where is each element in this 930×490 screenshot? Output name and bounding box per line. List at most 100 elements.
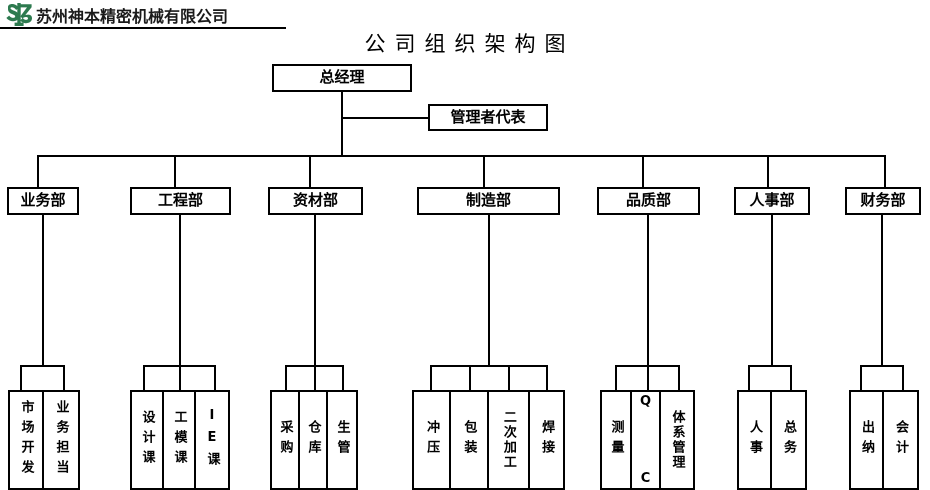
- node-personnel[interactable]: 人事: [739, 392, 772, 488]
- node-production-control-label: 生管: [334, 420, 350, 460]
- connector-stub-manufacturing: [483, 155, 485, 187]
- node-qc-label: Q C: [640, 395, 651, 485]
- node-department-business-label: 业务部: [20, 191, 66, 210]
- connector-department-bus: [37, 155, 885, 157]
- connector-stub-hr: [767, 155, 769, 187]
- node-general-affairs[interactable]: 总务: [772, 392, 805, 488]
- connector-leg-system-mgmt: [678, 365, 680, 390]
- node-cashier[interactable]: 出纳: [851, 392, 884, 488]
- node-measurement[interactable]: 测量: [602, 392, 633, 488]
- group-finance-children: 出纳 会计: [849, 390, 919, 490]
- node-department-hr-label: 人事部: [749, 191, 795, 210]
- node-tooling-section[interactable]: 工模课: [164, 392, 196, 488]
- node-department-engineering-label: 工程部: [157, 191, 203, 210]
- node-department-quality[interactable]: 品质部: [597, 187, 700, 215]
- connector-staff-branch: [341, 117, 429, 119]
- connector-leg-ie: [214, 365, 216, 390]
- node-market-development[interactable]: 市场开发: [10, 392, 44, 488]
- group-hr-children: 人事 总务: [737, 390, 807, 490]
- node-qc-letter-c: C: [640, 471, 651, 486]
- group-manufacturing-children: 冲压 包装 二次加工 焊接: [412, 390, 565, 490]
- header-divider: [0, 27, 286, 29]
- node-ie-section-label: IE课: [204, 408, 220, 472]
- connector-stub-quality: [642, 155, 644, 187]
- connector-leg-tooling: [179, 365, 181, 390]
- connector-leg-market-dev: [20, 365, 22, 390]
- node-welding[interactable]: 焊接: [530, 392, 563, 488]
- node-packaging-label: 包装: [461, 420, 477, 460]
- node-warehouse-label: 仓库: [305, 420, 321, 460]
- connector-drop-quality: [647, 215, 649, 365]
- node-ie-section[interactable]: IE课: [196, 392, 228, 488]
- connector-drop-engineering: [179, 215, 181, 365]
- connector-leg-design: [143, 365, 145, 390]
- connector-leg-sales-rep: [63, 365, 65, 390]
- connector-leg-stamping: [430, 365, 432, 390]
- connector-drop-manufacturing: [488, 215, 490, 365]
- node-system-management-label: 体系管理: [669, 410, 685, 470]
- node-stamping[interactable]: 冲压: [414, 392, 452, 488]
- connector-gm-trunk: [341, 92, 343, 156]
- node-department-materials[interactable]: 资材部: [268, 187, 363, 215]
- node-department-quality-label: 品质部: [625, 191, 671, 210]
- node-management-representative-label: 管理者代表: [450, 107, 526, 126]
- connector-bar-hr: [748, 365, 792, 367]
- node-qc-letter-q: Q: [640, 394, 652, 409]
- node-department-business[interactable]: 业务部: [7, 187, 79, 215]
- node-tooling-section-label: 工模课: [171, 410, 187, 470]
- connector-leg-personnel: [748, 365, 750, 390]
- node-department-materials-label: 资材部: [292, 191, 338, 210]
- connector-stub-materials: [309, 155, 311, 187]
- node-general-manager-label: 总经理: [319, 68, 365, 87]
- connector-leg-packaging: [469, 365, 471, 390]
- node-secondary-processing-label: 二次加工: [500, 410, 516, 470]
- node-management-representative[interactable]: 管理者代表: [428, 104, 548, 131]
- node-design-section[interactable]: 设计课: [132, 392, 164, 488]
- node-cashier-label: 出纳: [859, 420, 874, 460]
- connector-leg-general-affairs: [790, 365, 792, 390]
- connector-leg-welding: [546, 365, 548, 390]
- node-market-development-label: 市场开发: [18, 400, 34, 480]
- connector-stub-business: [37, 155, 39, 187]
- node-production-control[interactable]: 生管: [328, 392, 356, 488]
- node-packaging[interactable]: 包装: [451, 392, 489, 488]
- node-qc[interactable]: Q C: [632, 392, 662, 488]
- connector-drop-business: [42, 215, 44, 365]
- connector-leg-purchasing: [285, 365, 287, 390]
- node-system-management[interactable]: 体系管理: [661, 392, 693, 488]
- node-purchasing-label: 采购: [277, 420, 293, 460]
- connector-leg-accounting: [902, 365, 904, 390]
- node-department-hr[interactable]: 人事部: [734, 187, 810, 215]
- connector-leg-warehouse: [314, 365, 316, 390]
- node-purchasing[interactable]: 采购: [272, 392, 300, 488]
- connector-bar-manufacturing: [430, 365, 548, 367]
- node-department-engineering[interactable]: 工程部: [130, 187, 231, 215]
- node-secondary-processing[interactable]: 二次加工: [489, 392, 531, 488]
- connector-bar-business: [20, 365, 65, 367]
- company-header: 苏州神本精密机械有限公司: [6, 2, 228, 28]
- node-accounting-label: 会计: [893, 420, 908, 460]
- node-accounting[interactable]: 会计: [884, 392, 917, 488]
- connector-leg-secondary: [508, 365, 510, 390]
- connector-stub-engineering: [174, 155, 176, 187]
- node-general-affairs-label: 总务: [781, 420, 796, 460]
- node-department-finance-label: 财务部: [860, 191, 906, 210]
- node-warehouse[interactable]: 仓库: [300, 392, 328, 488]
- company-name: 苏州神本精密机械有限公司: [36, 7, 229, 26]
- group-materials-children: 采购 仓库 生管: [270, 390, 358, 490]
- node-personnel-label: 人事: [747, 420, 762, 460]
- page-title: 公司组织架构图: [364, 32, 575, 56]
- connector-leg-cashier: [860, 365, 862, 390]
- node-department-manufacturing[interactable]: 制造部: [417, 187, 560, 215]
- connector-bar-finance: [860, 365, 904, 367]
- node-general-manager[interactable]: 总经理: [272, 64, 412, 92]
- node-sales-representative[interactable]: 业务担当: [44, 392, 78, 488]
- connector-leg-measurement: [615, 365, 617, 390]
- connector-stub-finance: [884, 155, 886, 187]
- node-design-section-label: 设计课: [139, 410, 155, 470]
- connector-drop-finance: [881, 215, 883, 365]
- node-department-finance[interactable]: 财务部: [845, 187, 921, 215]
- node-measurement-label: 测量: [608, 420, 624, 460]
- node-sales-representative-label: 业务担当: [53, 400, 69, 480]
- company-logo-icon: [6, 3, 32, 26]
